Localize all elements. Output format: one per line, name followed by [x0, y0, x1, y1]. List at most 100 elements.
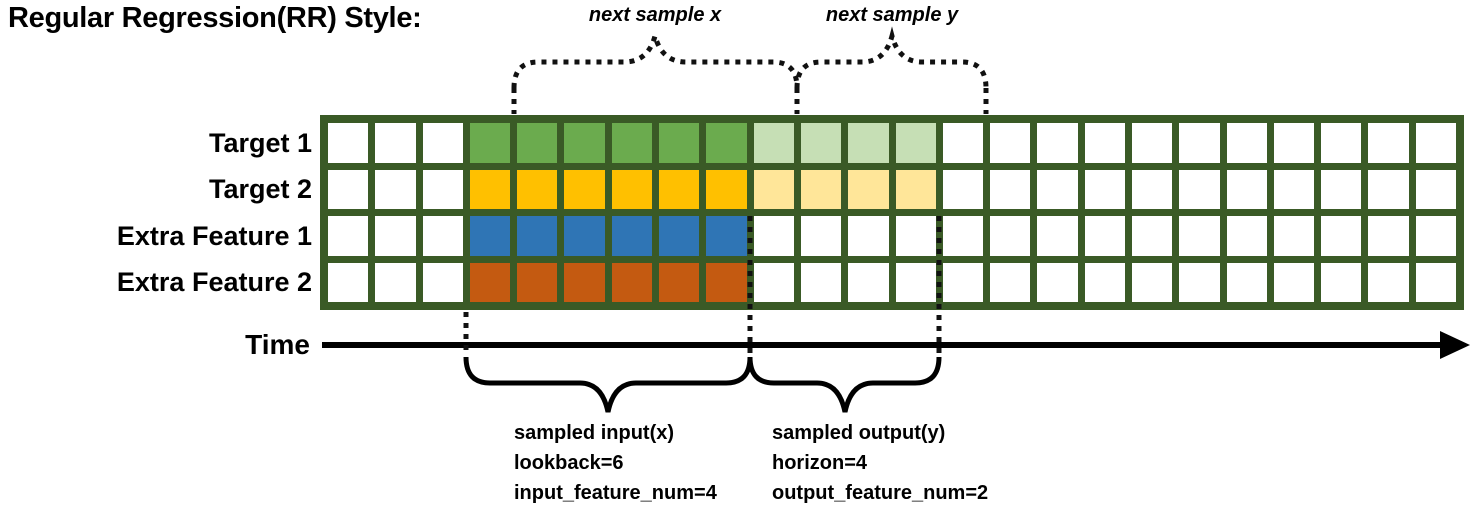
grid-cell: [611, 123, 653, 163]
grid-cell: [848, 262, 889, 302]
grid-cell: [753, 169, 794, 209]
grid-cell: [706, 169, 747, 209]
grid-cell: [1084, 262, 1125, 302]
grid-cell: [1226, 123, 1267, 163]
grid-cell: [1273, 216, 1315, 256]
grid-cell: [328, 169, 369, 209]
grid-cell: [990, 216, 1031, 256]
grid-cell: [1179, 123, 1220, 163]
next-sample-x-brace: [511, 26, 800, 89]
grid-cell: [517, 169, 558, 209]
grid-cell: [1368, 216, 1409, 256]
grid-cell: [848, 169, 889, 209]
grid-cell: [611, 262, 653, 302]
grid-cell: [469, 216, 511, 256]
sampled-output-title: sampled output(y): [772, 422, 946, 444]
grid-cell: [1084, 216, 1125, 256]
sample-grid: [320, 115, 1464, 310]
row-label-extra-feature-1: Extra Feature 1: [116, 221, 312, 251]
grid-cell: [800, 216, 842, 256]
grid-cell: [564, 262, 605, 302]
grid-cell: [800, 169, 842, 209]
grid-cell: [375, 169, 416, 209]
grid-cell: [1131, 262, 1173, 302]
arrowhead-icon: [1440, 331, 1470, 359]
grid-cell: [942, 216, 984, 256]
grid-cell: [517, 216, 558, 256]
grid-cell: [1321, 169, 1362, 209]
next-sample-x-label: next sample x: [588, 4, 722, 26]
grid-cell: [1226, 216, 1267, 256]
grid-cell: [328, 123, 369, 163]
grid-cell: [990, 262, 1031, 302]
grid-cell: [1368, 169, 1409, 209]
grid-cell: [422, 216, 463, 256]
grid-cell: [942, 123, 984, 163]
grid-cell: [895, 262, 936, 302]
output-feature-num-value: output_feature_num=2: [772, 482, 989, 504]
grid-cell: [1415, 169, 1456, 209]
grid-cell: [469, 169, 511, 209]
grid-cell: [328, 216, 369, 256]
lookback-value: lookback=6: [514, 452, 624, 474]
grid-cell: [422, 262, 463, 302]
grid-cell: [706, 216, 747, 256]
grid-cell: [1226, 169, 1267, 209]
grid-cell: [659, 216, 700, 256]
grid-cell: [1321, 123, 1362, 163]
horizon-value: horizon=4: [772, 452, 868, 474]
grid-cell: [1226, 262, 1267, 302]
grid-cell: [564, 123, 605, 163]
grid-cell: [942, 169, 984, 209]
grid-cell: [1037, 262, 1078, 302]
grid-cell: [1179, 262, 1220, 302]
grid-cell: [517, 123, 558, 163]
grid-cell: [564, 169, 605, 209]
grid-cell: [1321, 216, 1362, 256]
sampled-output-brace: [747, 356, 942, 413]
sampled-input-note: sampled input(x) lookback=6 input_featur…: [514, 418, 717, 508]
grid-cell: [800, 262, 842, 302]
time-axis-arrow: [322, 331, 1470, 359]
grid-cell: [469, 123, 511, 163]
grid-cell: [848, 216, 889, 256]
grid-cell: [990, 123, 1031, 163]
grid-cell: [1084, 123, 1125, 163]
figure-title: Regular Regression(RR) Style:: [8, 2, 422, 34]
grid-cell: [659, 262, 700, 302]
grid-cell: [706, 262, 747, 302]
sampled-output-note: sampled output(y) horizon=4 output_featu…: [772, 418, 988, 508]
grid-cell: [1179, 169, 1220, 209]
sampled-input-brace: [463, 356, 753, 413]
time-axis-label: Time: [245, 329, 310, 360]
grid-cell: [1368, 123, 1409, 163]
next-sample-y-brace: [794, 26, 989, 89]
grid-cell: [611, 216, 653, 256]
grid-cell: [469, 262, 511, 302]
grid-cell: [1273, 169, 1315, 209]
grid-cell: [1368, 262, 1409, 302]
grid-cell: [1415, 216, 1456, 256]
grid-cell: [895, 169, 936, 209]
grid-cell: [753, 216, 794, 256]
grid-cell: [517, 262, 558, 302]
grid-cell: [800, 123, 842, 163]
grid-cell: [564, 216, 605, 256]
grid-cell: [1037, 216, 1078, 256]
grid-cell: [1131, 216, 1173, 256]
grid-cell: [375, 123, 416, 163]
grid-cell: [1179, 216, 1220, 256]
next-sample-y-label: next sample y: [825, 4, 959, 26]
grid-cell: [422, 169, 463, 209]
grid-cell: [328, 262, 369, 302]
grid-cell: [1415, 262, 1456, 302]
grid-cell: [753, 123, 794, 163]
input-feature-num-value: input_feature_num=4: [514, 482, 717, 504]
grid-cell: [895, 216, 936, 256]
grid-cell: [895, 123, 936, 163]
grid-cell: [1131, 169, 1173, 209]
grid-cell: [1131, 123, 1173, 163]
grid-cell: [422, 123, 463, 163]
row-label-target-2: Target 2: [208, 174, 312, 204]
